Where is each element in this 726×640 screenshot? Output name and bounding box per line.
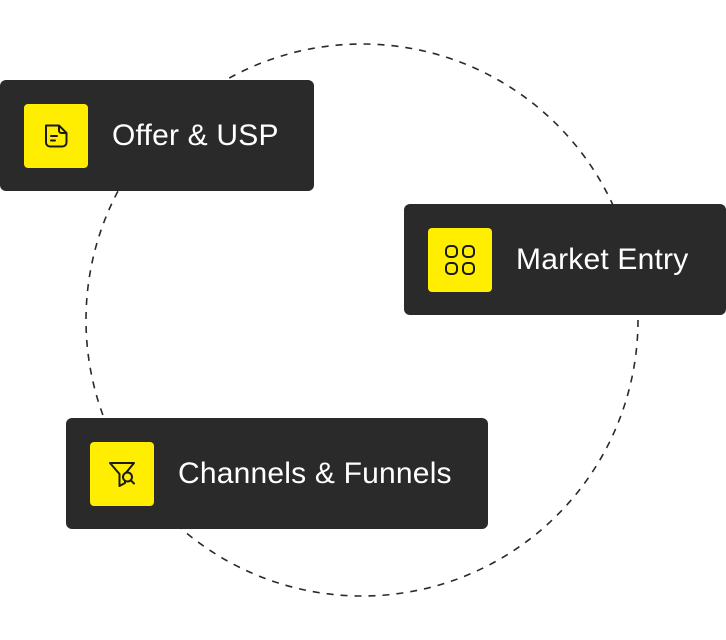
funnel-search-icon — [109, 461, 135, 487]
grid-icon — [445, 244, 475, 275]
market-icon-box — [428, 227, 492, 292]
card-channels-label: Channels & Funnels — [178, 456, 452, 490]
card-market-entry: Market Entry — [404, 204, 726, 315]
card-offer-usp: Offer & USP — [0, 80, 314, 191]
card-channels-funnels: Channels & Funnels — [66, 418, 488, 529]
card-market-label: Market Entry — [516, 242, 689, 276]
card-offer-label: Offer & USP — [112, 118, 279, 152]
channels-icon-box — [90, 441, 154, 506]
document-icon — [45, 124, 68, 147]
offer-icon-box — [24, 103, 88, 168]
